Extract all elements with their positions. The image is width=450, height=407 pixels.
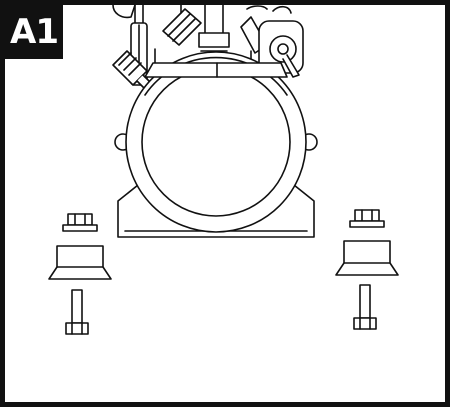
sleeve-icon bbox=[49, 246, 111, 279]
sleeve-icon bbox=[336, 241, 398, 275]
compressor-top-cap bbox=[145, 63, 287, 77]
bolt-icon bbox=[66, 290, 88, 334]
compressor-assembly bbox=[113, 5, 317, 237]
diagram-illustration bbox=[5, 5, 445, 402]
grommet-icon bbox=[63, 214, 97, 231]
grommet-icon bbox=[350, 210, 384, 227]
top-fittings bbox=[113, 5, 303, 85]
compressor-face bbox=[142, 68, 290, 216]
bolt-icon bbox=[354, 285, 376, 329]
right-mounting-kit bbox=[336, 210, 398, 329]
left-mounting-kit bbox=[49, 214, 111, 334]
step-badge: A1 bbox=[5, 5, 63, 59]
